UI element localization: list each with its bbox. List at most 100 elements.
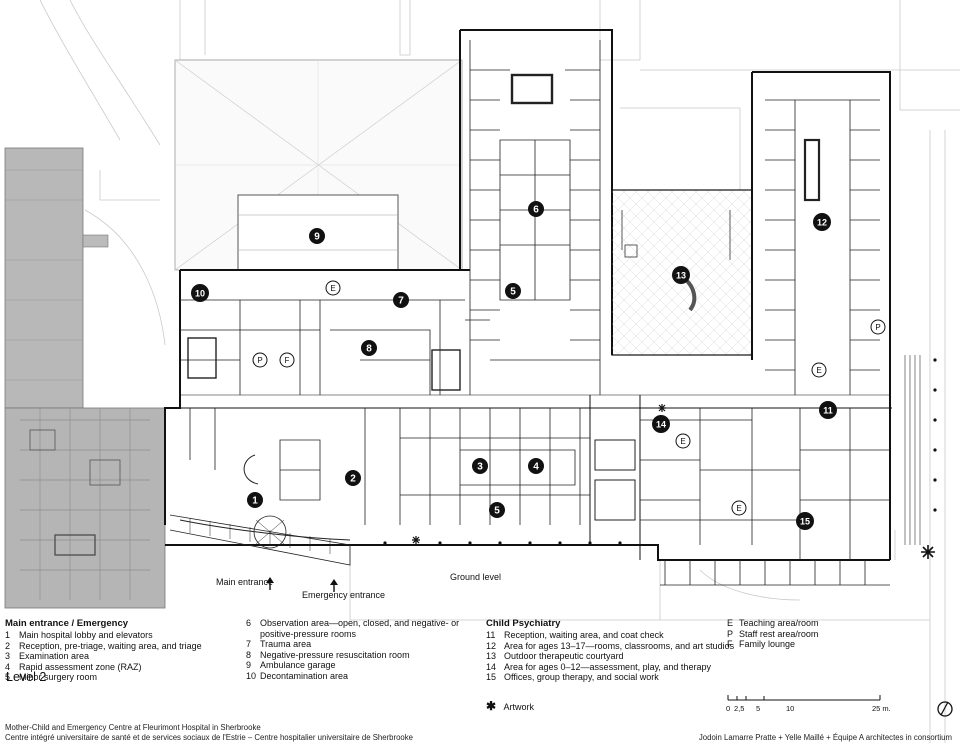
artwork-icon: [412, 536, 420, 544]
artwork-icon: [921, 545, 935, 559]
column-dots: [383, 358, 937, 545]
room-marker-label: 15: [800, 517, 810, 527]
room-marker-11: 11: [819, 401, 837, 419]
scale-tick-2-5: 2,5: [734, 704, 745, 713]
main-entrance-label: Main entrance: [216, 577, 274, 587]
room-letter-markers: E P F P E E E: [252, 280, 886, 516]
letter-marker-e: E: [325, 280, 341, 296]
legend-item: 14 Area for ages 0–12—assessment, play, a…: [486, 662, 711, 673]
letter-marker-e: E: [675, 433, 691, 449]
legend-item-text: Negative-pressure resuscitation room: [260, 649, 410, 660]
legend-item-number: 10: [246, 671, 257, 681]
legend-item: 7 Trauma area: [246, 639, 311, 650]
legend-item-number: 14: [486, 661, 497, 672]
legend-item-text: Offices, group therapy, and social work: [504, 672, 659, 683]
artwork-icon: [658, 404, 666, 412]
room-marker-label: 6: [533, 205, 539, 216]
room-marker-label: 14: [656, 420, 666, 430]
letter-marker-e: E: [811, 362, 827, 378]
room-marker-14: 14: [652, 415, 670, 433]
legend-item-text: Outdoor therapeutic courtyard: [504, 651, 624, 662]
legend-item-text: Reception, pre-triage, waiting area, and…: [19, 640, 202, 651]
letter-marker-label: F: [285, 356, 290, 365]
legend-item: P Staff rest area/room: [727, 629, 818, 640]
caption-line-2: Centre intégré universitaire de santé et…: [5, 733, 414, 742]
legend-item-text: Family lounge: [739, 639, 796, 650]
ground-level-label: Ground level: [450, 572, 502, 582]
letter-marker-label: P: [257, 356, 262, 365]
legend-artwork: ✱ Artwork: [486, 697, 534, 715]
letter-marker-label: P: [875, 323, 880, 332]
legend-item: 4 Rapid assessment zone (RAZ): [5, 662, 142, 673]
room-marker-9: 9: [309, 228, 325, 244]
legend-item: 12 Area for ages 13–17—rooms, classrooms,…: [486, 641, 734, 652]
room-marker-10: 10: [191, 284, 209, 302]
letter-marker-e: E: [731, 500, 747, 516]
room-marker-6: 6: [528, 201, 544, 217]
artwork-legend-icon: ✱: [486, 699, 497, 713]
legend-item: positive-pressure rooms: [246, 629, 356, 640]
room-marker-label: 5: [510, 287, 516, 298]
room-marker-label: 1: [252, 496, 258, 507]
room-marker-label: 3: [477, 462, 483, 473]
artwork-icons: [412, 404, 935, 559]
room-marker-2: 2: [345, 470, 361, 486]
legend-item-number: 2: [5, 640, 11, 651]
legend-item-text: Rapid assessment zone (RAZ): [19, 661, 142, 672]
north-arrow-icon: [937, 701, 953, 717]
room-marker-label: 10: [195, 289, 205, 299]
room-marker-label: 9: [314, 232, 320, 243]
level-title: Level 2: [6, 670, 47, 684]
architects-credit: Jodoin Lamarre Pratte + Yelle Maillé + É…: [698, 733, 952, 742]
legend-item-text: Area for ages 13–17—rooms, classrooms, a…: [504, 640, 735, 651]
legend-item-text: Staff rest area/room: [739, 628, 819, 639]
legend-item-number: 6: [246, 618, 252, 628]
legend-item-text: Decontamination area: [260, 671, 349, 681]
room-marker-label: 8: [366, 344, 372, 355]
room-marker-13: 13: [672, 266, 690, 284]
main-entrance-arrow-icon: [266, 577, 274, 590]
legend-item-number: 7: [246, 639, 252, 650]
room-marker-label: 4: [533, 462, 539, 473]
room-marker-label: 2: [350, 474, 356, 485]
legend-item-number: 12: [486, 640, 497, 651]
scale-bar: [727, 695, 881, 701]
legend-item-number: 5: [5, 672, 11, 683]
legend-item-number: E: [727, 618, 734, 628]
letter-marker-p: P: [870, 319, 886, 335]
lobby-glazing: [169, 454, 351, 566]
legend-item-number: P: [727, 628, 734, 639]
legend-item-text: Trauma area: [260, 639, 312, 650]
room-marker-12: 12: [813, 213, 831, 231]
legend-item-number: 11: [486, 630, 496, 640]
letter-marker-label: E: [816, 366, 821, 375]
legend-item-text: Main hospital lobby and elevators: [19, 630, 153, 640]
emergency-entrance-label: Emergency entrance: [302, 590, 386, 600]
legend-item-number: 1: [5, 630, 11, 640]
room-marker-1: 1: [247, 492, 263, 508]
legend-item-text: Area for ages 0–12—assessment, play, and…: [504, 661, 711, 672]
legend-item-number: 3: [5, 651, 11, 662]
legend-item-number: 4: [5, 661, 11, 672]
room-marker-label: 5: [494, 506, 500, 517]
room-marker-5: 5: [505, 283, 521, 299]
room-marker-label: 12: [817, 218, 827, 228]
legend-item-text: Observation area—open, closed, and negat…: [260, 618, 460, 628]
legend-item-text: Ambulance garage: [260, 660, 336, 671]
room-marker-5: 5: [489, 502, 505, 518]
legend-item: 2 Reception, pre-triage, waiting area, an…: [5, 641, 202, 652]
interior-partitions: [180, 40, 890, 586]
legend-item-number: 13: [486, 651, 497, 662]
existing-building-gray: [4, 147, 166, 609]
legend-item: 13 Outdoor therapeutic courtyard: [486, 651, 624, 662]
room-marker-label: 7: [398, 296, 404, 307]
entrance-arrows: [266, 577, 338, 592]
legend-emergency-heading: Main entrance / Emergency: [5, 618, 129, 629]
